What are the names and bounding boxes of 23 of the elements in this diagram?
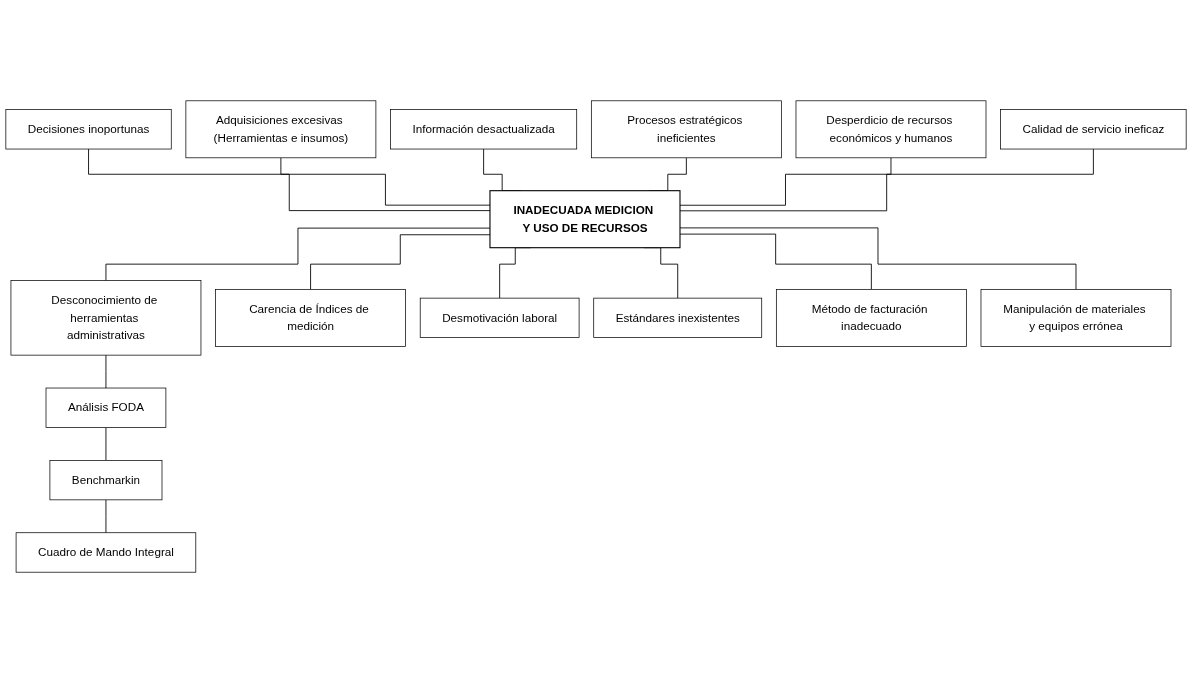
node-box: Desperdicio de recursos económicos y humanos [795, 100, 987, 159]
connector [679, 227, 1077, 290]
node-box: Estándares inexistentes [593, 297, 763, 338]
connector [105, 427, 107, 461]
node-box: Método de facturación inadecuado [775, 289, 967, 347]
node-box: Manipulación de materiales y equipos errónea [980, 289, 1172, 347]
connector [679, 233, 872, 290]
node-box: Procesos estratégicos ineficientes [590, 100, 782, 159]
connector [105, 499, 107, 534]
connector [105, 354, 107, 389]
node-box: Carencia de Índices de medición [215, 289, 406, 347]
node-box: Información desactualizada [390, 109, 578, 150]
node-box: Adquisiciones excesivas (Herramientas e insumos) [185, 100, 377, 159]
node-box: Calidad de servicio ineficaz [1000, 109, 1187, 150]
node-box: Cuadro de Mando Integral [15, 532, 197, 573]
node-box: Benchmarkin [49, 460, 163, 501]
node-box: Desmotivación laboral [419, 297, 580, 338]
node-box: Análisis FODA [45, 387, 167, 428]
connector [679, 148, 1094, 212]
node-box: Desconocimiento de herramientas administrativas [10, 280, 202, 356]
node-box: INADECUADA MEDICION Y USO DE RECURSOS [489, 190, 681, 249]
connector [679, 157, 892, 206]
node-box: Decisiones inoportunas [5, 109, 172, 150]
